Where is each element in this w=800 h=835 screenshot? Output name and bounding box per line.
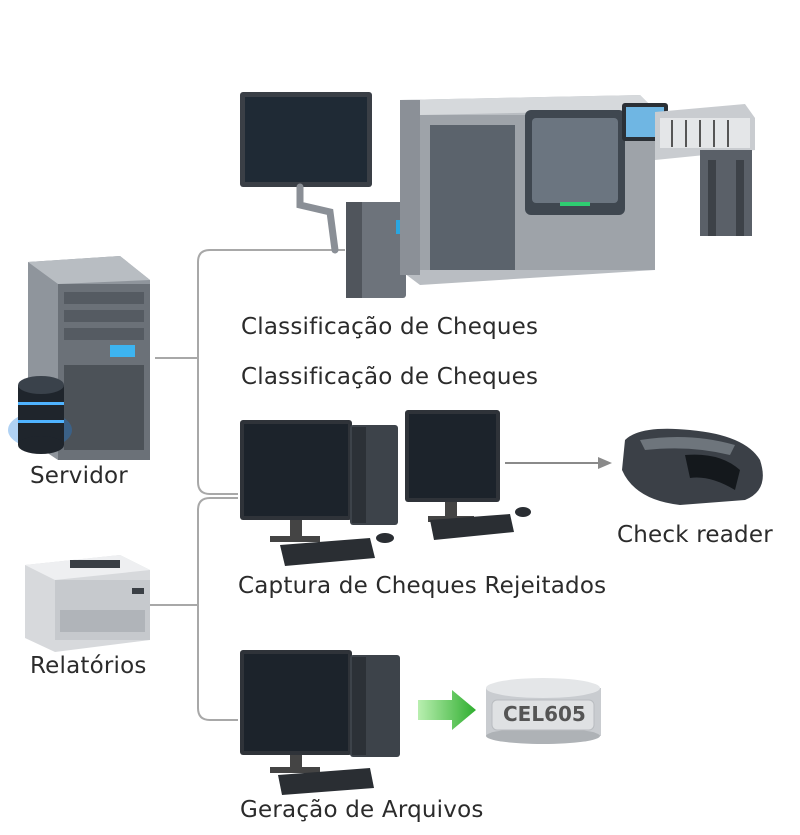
- label-check-reader: Check reader: [617, 522, 773, 548]
- connector-server-to-sorter: [155, 249, 345, 359]
- label-capture: Captura de Cheques Rejeitados: [238, 573, 607, 599]
- arrow-to-database: [418, 690, 476, 730]
- label-sorter-1: Classificação de Cheques: [241, 314, 539, 340]
- label-reports: Relatórios: [30, 653, 147, 679]
- database-label: CEL605: [503, 702, 586, 726]
- connector-reports-to-files: [197, 605, 238, 721]
- connector-server-to-capture: [197, 358, 238, 495]
- label-server: Servidor: [30, 463, 128, 489]
- connector-reports-to-capture: [150, 497, 238, 606]
- label-sorter-2: Classificação de Cheques: [241, 364, 539, 390]
- label-file-generation: Geração de Arquivos: [240, 797, 484, 823]
